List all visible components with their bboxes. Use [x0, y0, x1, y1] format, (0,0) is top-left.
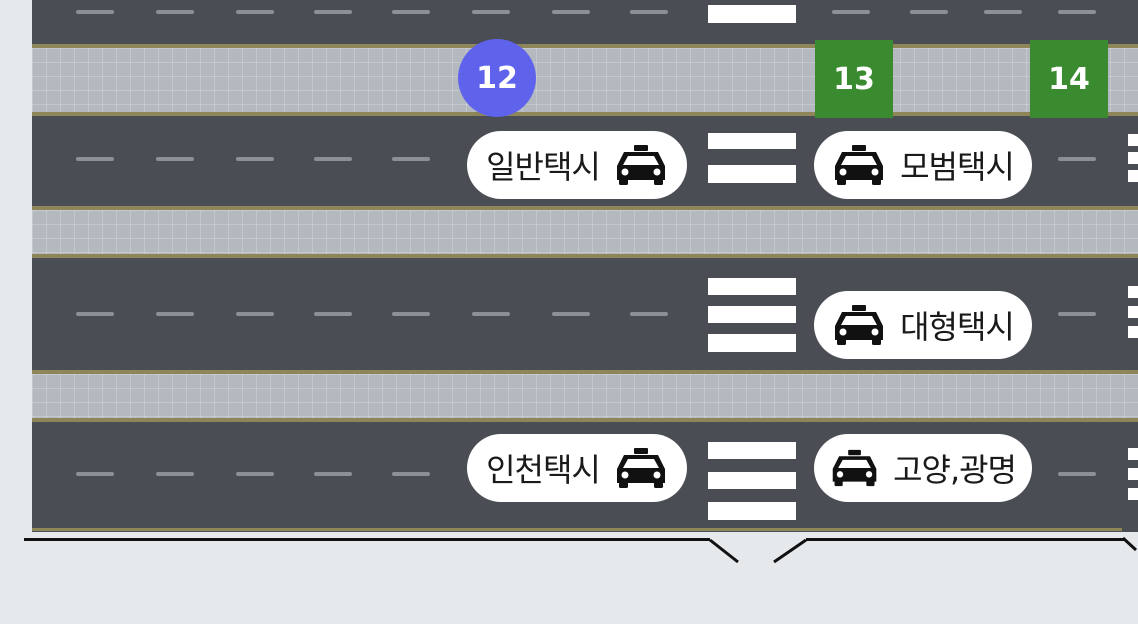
median-1	[32, 44, 1138, 116]
crosswalk-stripe	[1128, 152, 1138, 164]
crosswalk-stripe	[708, 133, 796, 149]
lane-dash	[76, 312, 114, 316]
lane-dash	[1058, 472, 1096, 476]
lane-dash	[630, 10, 668, 14]
lane-dash	[630, 312, 668, 316]
taxi-stand-label: 고양,광명	[893, 451, 1017, 489]
curb-line	[24, 538, 710, 541]
crosswalk-stripe	[708, 442, 796, 459]
curb-line	[806, 538, 1124, 541]
curb-notch-right	[1121, 536, 1138, 552]
crosswalk-stripe	[708, 306, 796, 323]
crosswalk-stripe	[708, 5, 796, 23]
lane-dash	[1058, 312, 1096, 316]
lane-dash	[314, 10, 352, 14]
lane-dash	[472, 312, 510, 316]
lane-top	[32, 0, 1138, 44]
taxi-icon	[616, 448, 665, 488]
stop-marker-14[interactable]: 14	[1030, 40, 1108, 118]
lane-dash	[392, 157, 430, 161]
crosswalk-stripe	[1128, 468, 1138, 480]
lane-dash	[314, 157, 352, 161]
crosswalk-stripe	[708, 334, 796, 352]
taxi-icon	[835, 305, 884, 345]
lane-dash	[156, 472, 194, 476]
crosswalk-stripe	[708, 502, 796, 520]
crosswalk-stripe	[708, 165, 796, 183]
taxi-stand-incheon[interactable]: 인천택시	[467, 434, 687, 502]
lane-dash	[984, 10, 1022, 14]
lane-dash	[314, 472, 352, 476]
lane-dash	[392, 10, 430, 14]
lane-dash	[392, 472, 430, 476]
curb-notch	[709, 538, 807, 564]
taxi-icon	[616, 145, 665, 185]
lane-dash	[76, 10, 114, 14]
crosswalk-stripe	[1128, 488, 1138, 500]
crosswalk-stripe	[708, 472, 796, 489]
taxi-icon	[835, 145, 884, 185]
crosswalk-stripe	[1128, 448, 1138, 460]
taxi-stand-goyang[interactable]: 고양,광명	[814, 434, 1032, 502]
lane-dash	[236, 157, 274, 161]
crosswalk-stripe	[1128, 170, 1138, 182]
lane-dash	[314, 312, 352, 316]
crosswalk-stripe	[1128, 326, 1138, 338]
taxi-stand-label: 일반택시	[486, 148, 601, 186]
lane-dash	[1058, 157, 1096, 161]
stop-marker-12[interactable]: 12	[458, 39, 536, 117]
taxi-stand-label: 인천택시	[486, 451, 601, 489]
lane-dash	[552, 10, 590, 14]
lane-dash	[472, 10, 510, 14]
median-3	[32, 370, 1138, 422]
lane-dash	[236, 312, 274, 316]
taxi-stand-large[interactable]: 대형택시	[814, 291, 1032, 359]
taxi-icon	[832, 449, 877, 487]
lane-dash	[236, 472, 274, 476]
lane-dash	[552, 312, 590, 316]
lane-dash	[910, 10, 948, 14]
stop-number: 13	[833, 61, 875, 97]
taxi-stand-model[interactable]: 모범택시	[814, 131, 1032, 199]
taxi-stand-label: 모범택시	[900, 148, 1015, 186]
lane-dash	[156, 312, 194, 316]
lane-dash	[156, 157, 194, 161]
stop-number: 12	[476, 60, 518, 96]
lane-dash	[76, 472, 114, 476]
crosswalk-stripe	[1128, 134, 1138, 146]
crosswalk-stripe	[708, 278, 796, 295]
lane-dash	[156, 10, 194, 14]
crosswalk-stripe	[1128, 306, 1138, 318]
lane-dash	[236, 10, 274, 14]
taxi-stand-general[interactable]: 일반택시	[467, 131, 687, 199]
stop-marker-13[interactable]: 13	[815, 40, 893, 118]
median-2	[32, 206, 1138, 258]
lane-dash	[832, 10, 870, 14]
taxi-stand-label: 대형택시	[900, 308, 1015, 346]
lane-dash	[1058, 10, 1096, 14]
lane-dash	[392, 312, 430, 316]
stop-number: 14	[1048, 61, 1090, 97]
crosswalk-stripe	[1128, 286, 1138, 298]
lane-edge-line	[32, 528, 1122, 531]
lane-dash	[76, 157, 114, 161]
